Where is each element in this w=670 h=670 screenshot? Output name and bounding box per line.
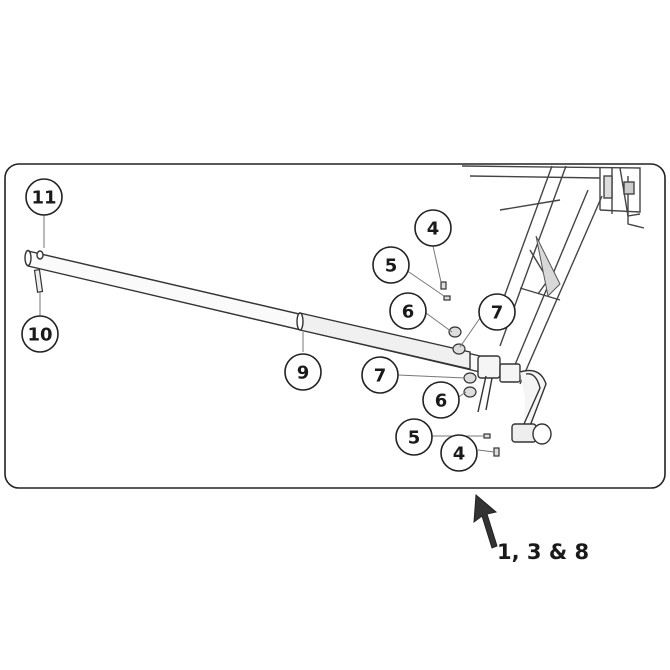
arrow-icon [473, 493, 498, 549]
svg-text:5: 5 [408, 428, 421, 449]
callout-7-top: 7 [478, 293, 516, 331]
diagram-border [4, 163, 666, 489]
callout-6-bottom: 6 [422, 381, 460, 419]
leader-lines [39, 212, 495, 453]
svg-text:6: 6 [402, 302, 415, 323]
crank-assembly [477, 355, 552, 445]
svg-text:7: 7 [374, 366, 387, 387]
svg-text:11: 11 [31, 188, 56, 209]
callout-5-bottom: 5 [395, 418, 433, 456]
svg-text:4: 4 [427, 219, 440, 240]
svg-text:10: 10 [27, 325, 52, 346]
callout-11: 11 [25, 178, 63, 216]
callout-4-top: 4 [414, 209, 452, 247]
svg-text:7: 7 [491, 303, 504, 324]
callout-5-top: 5 [372, 246, 410, 284]
svg-text:5: 5 [385, 256, 398, 277]
pin-part [33, 269, 44, 293]
callout-4-bottom: 4 [440, 434, 478, 472]
callout-9: 9 [284, 353, 322, 391]
callout-10: 10 [21, 315, 59, 353]
svg-text:9: 9 [297, 363, 310, 384]
callout-7-bottom: 7 [361, 356, 399, 394]
callout-6-top: 6 [389, 292, 427, 330]
jack-shaft [24, 249, 481, 373]
svg-text:6: 6 [435, 391, 448, 412]
svg-text:4: 4 [453, 444, 466, 465]
footnote-label: 1, 3 & 8 [497, 540, 589, 564]
gusset-plate [535, 235, 561, 298]
